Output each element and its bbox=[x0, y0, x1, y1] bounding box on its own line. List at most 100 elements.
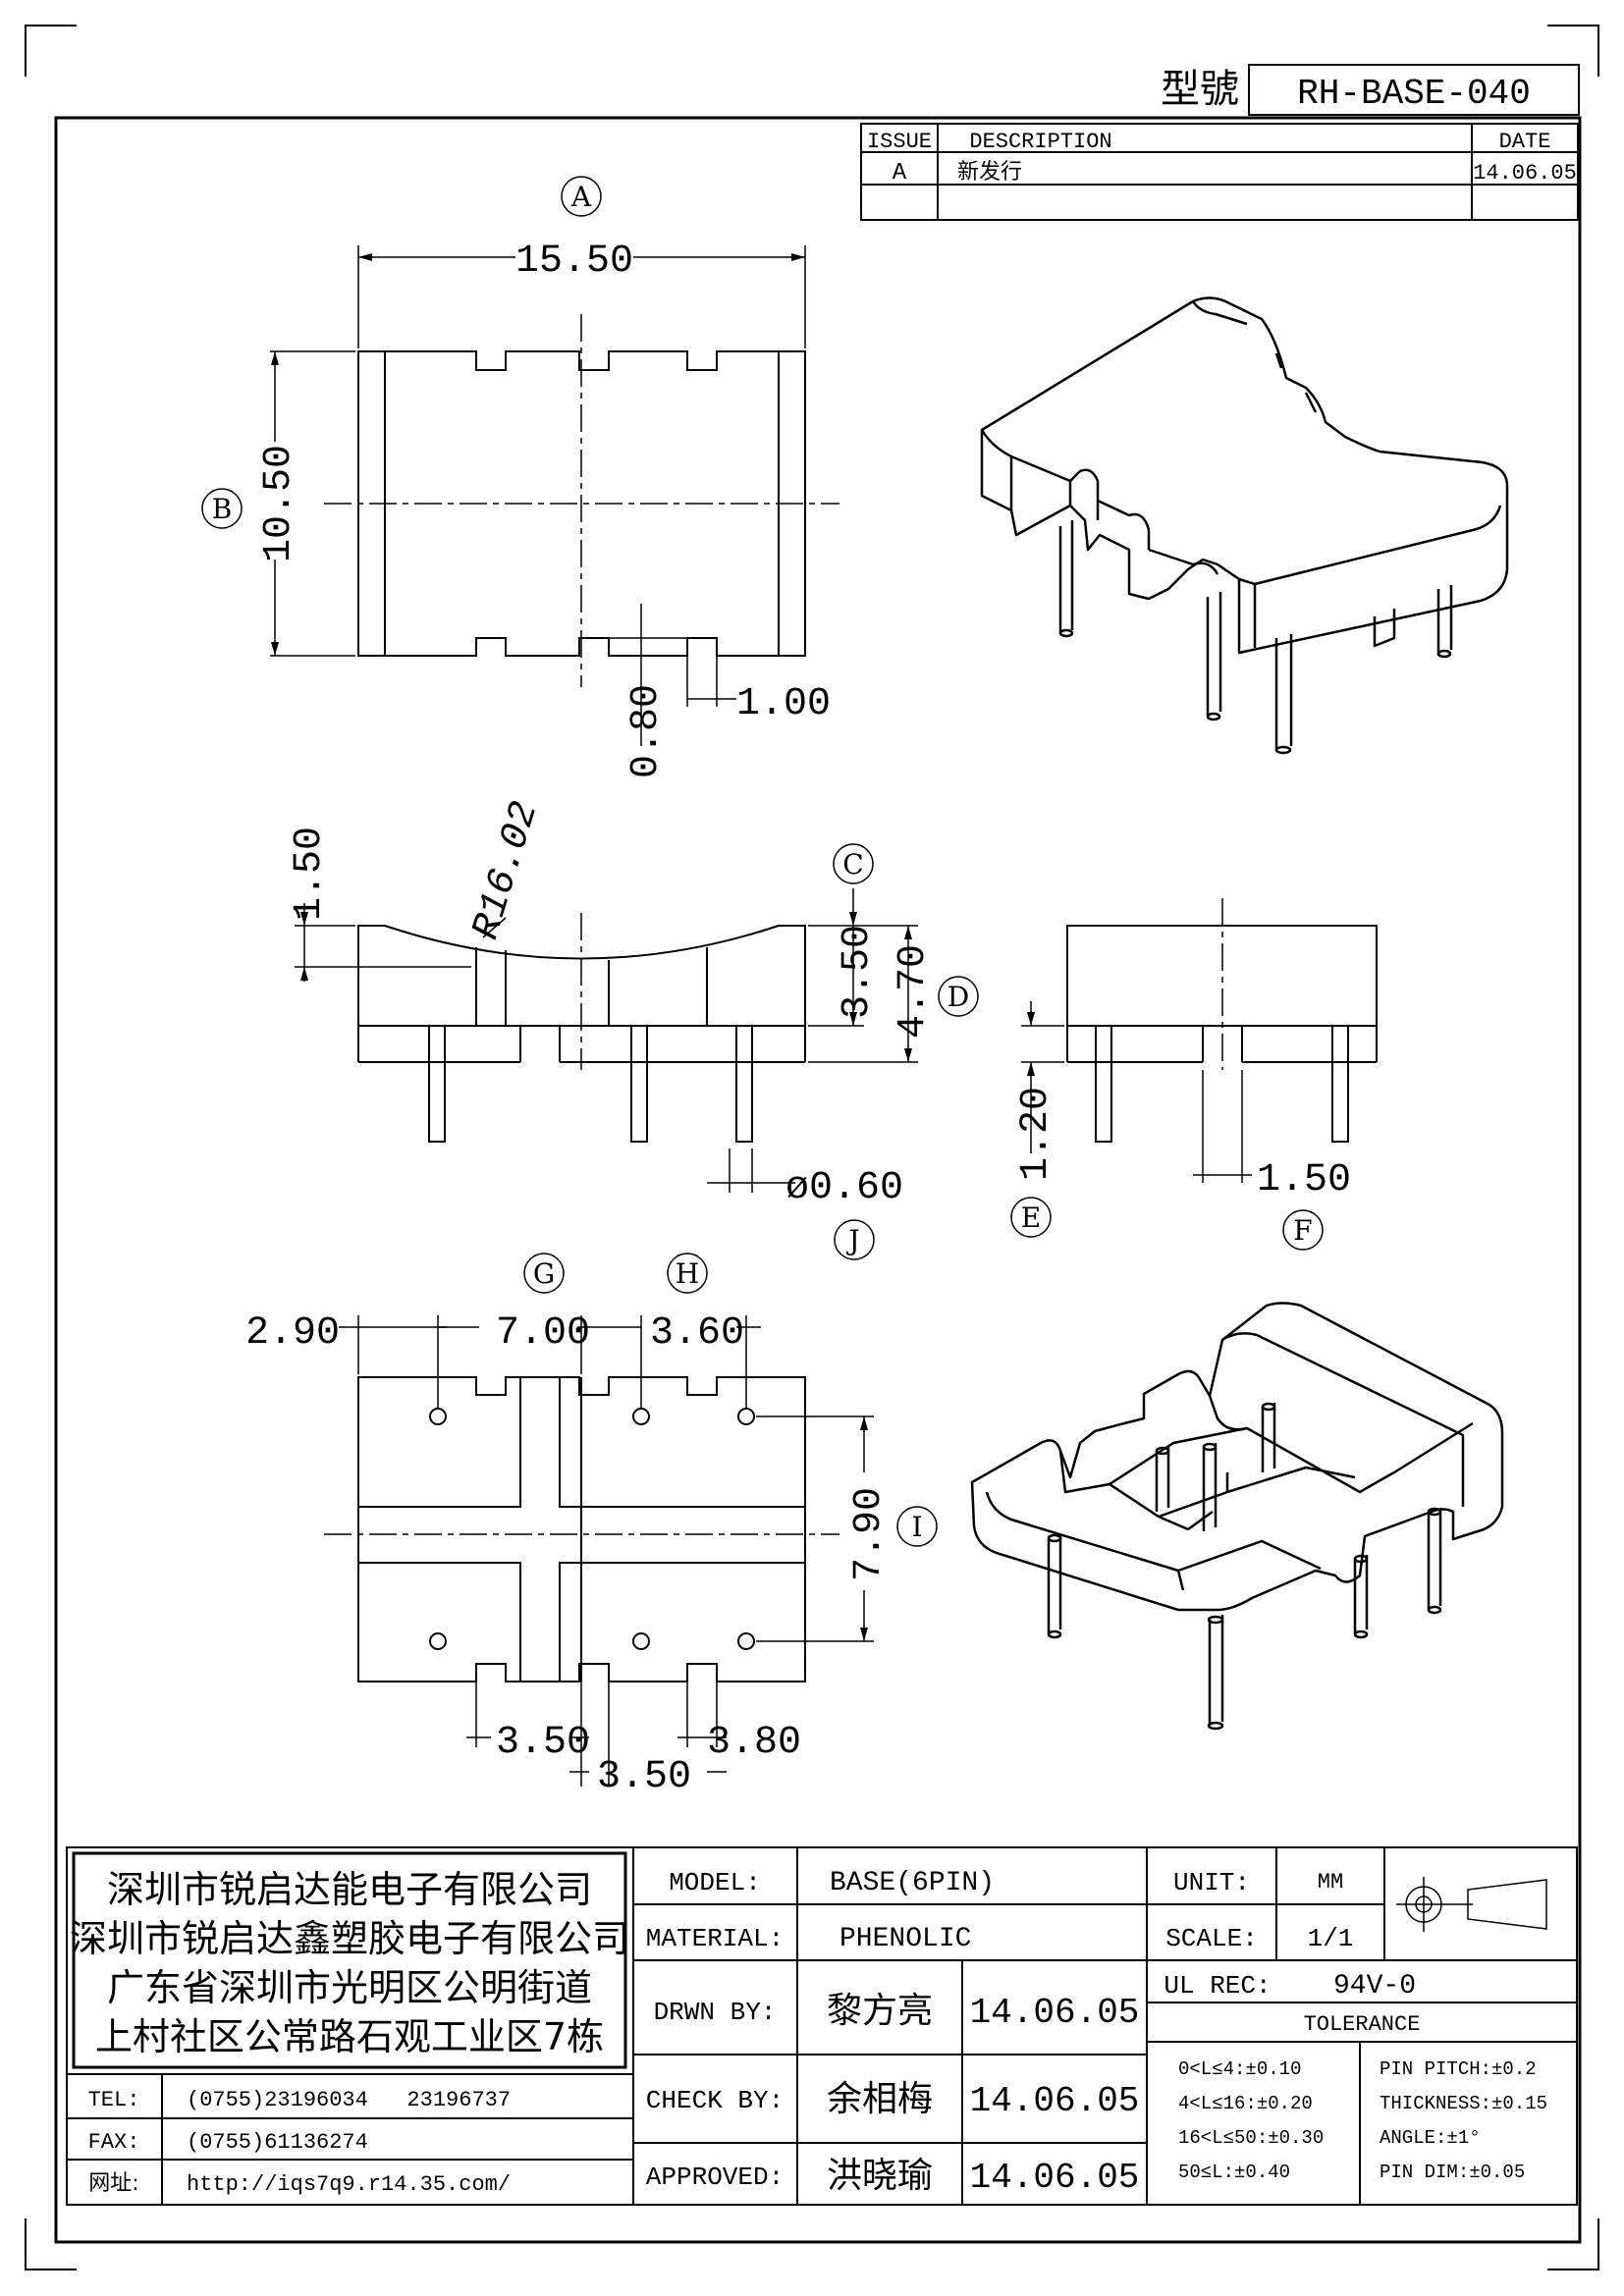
dim-h-span: 3.60 bbox=[650, 1311, 744, 1356]
iso-view-bottom bbox=[970, 1302, 1504, 1731]
scale-value: 1/1 bbox=[1308, 1924, 1354, 1953]
callout-i-circle bbox=[896, 1506, 938, 1547]
crop-marks bbox=[25, 25, 1599, 2270]
callout-h: H bbox=[676, 1257, 699, 1290]
fax-value: (0755)61136274 bbox=[187, 2130, 368, 2155]
tol-right-1: PIN PITCH:±0.2 bbox=[1380, 2058, 1537, 2080]
rev-header-description: DESCRIPTION bbox=[969, 130, 1111, 154]
callout-g-circle bbox=[523, 1253, 565, 1294]
tol-right-4: PIN DIM:±0.05 bbox=[1380, 2162, 1525, 2183]
dim-pin-offset: 1.50 bbox=[1257, 1158, 1351, 1202]
unit-value: MM bbox=[1318, 1870, 1343, 1895]
rev-row-date: 14.06.05 bbox=[1473, 161, 1577, 186]
model-value: BASE(6PIN) bbox=[830, 1868, 995, 1898]
rev-header-date: DATE bbox=[1499, 130, 1551, 154]
top-view-centerlines bbox=[324, 314, 839, 687]
dim-radius: R16.02 bbox=[464, 797, 548, 945]
tol-left-4: 50≤L:±0.40 bbox=[1178, 2162, 1290, 2183]
dim-pin-dia: ø0.60 bbox=[785, 1166, 903, 1210]
top-view-arrows bbox=[271, 253, 805, 656]
bottom-dimensions bbox=[339, 1315, 874, 1787]
titleblock-grid bbox=[66, 1846, 1578, 2206]
tol-left-2: 4<L≤16:±0.20 bbox=[1178, 2093, 1313, 2114]
dim-slot-depth: 0.80 bbox=[624, 684, 669, 778]
drwn-name: 黎方亮 bbox=[827, 1991, 933, 2031]
dim-depth: 10.50 bbox=[257, 445, 301, 562]
callout-a-circle bbox=[561, 176, 602, 217]
iso-view-top bbox=[980, 296, 1509, 755]
dim-b-right: 3.80 bbox=[707, 1721, 801, 1765]
callout-b: B bbox=[212, 493, 233, 525]
callout-i: I bbox=[911, 1511, 922, 1543]
check-date: 14.06.05 bbox=[970, 2081, 1140, 2121]
rev-row-issue: A bbox=[893, 160, 907, 187]
fax-label: FAX: bbox=[88, 2130, 140, 2155]
dim-pin-row: 7.90 bbox=[847, 1487, 892, 1581]
callout-h-circle bbox=[667, 1253, 708, 1294]
dim-g-span: 7.00 bbox=[496, 1311, 590, 1356]
sheet-border bbox=[54, 116, 1582, 2244]
dim-b-mid: 3.50 bbox=[597, 1755, 691, 1799]
drwn-date: 14.06.05 bbox=[970, 1993, 1140, 2033]
approved-date: 14.06.05 bbox=[970, 2158, 1140, 2198]
scale-label: SCALE: bbox=[1165, 1924, 1258, 1953]
dim-pin-stand: 1.20 bbox=[1014, 1087, 1058, 1181]
callout-e: E bbox=[1021, 1201, 1041, 1234]
tol-right-3: ANGLE:±1° bbox=[1380, 2127, 1481, 2149]
approved-name: 洪晓瑜 bbox=[827, 2156, 933, 2196]
callout-c: C bbox=[842, 848, 863, 881]
check-label: CHECK BY: bbox=[646, 2086, 784, 2115]
material-value: PHENOLIC bbox=[839, 1924, 971, 1954]
callout-f-circle bbox=[1282, 1209, 1324, 1251]
callout-e-circle bbox=[1010, 1197, 1052, 1238]
dim-height-d: 4.70 bbox=[892, 944, 936, 1039]
top-view-dimensions bbox=[270, 245, 806, 746]
model-label: MODEL: bbox=[669, 1868, 761, 1897]
callout-c-circle bbox=[833, 843, 874, 884]
ul-value: 94V-0 bbox=[1333, 1971, 1416, 2002]
callout-j-circle bbox=[834, 1219, 875, 1260]
company-line-4: 上村社区公常路石观工业区7栋 bbox=[95, 2015, 604, 2058]
bottom-arrows bbox=[860, 1416, 868, 1641]
company-line-1: 深圳市锐启达能电子有限公司 bbox=[107, 1868, 592, 1911]
callout-b-circle bbox=[201, 488, 243, 529]
rev-header-issue: ISSUE bbox=[867, 130, 932, 154]
dim-g-left: 2.90 bbox=[245, 1311, 340, 1356]
company-line-3: 广东省深圳市光明区公明街道 bbox=[107, 1966, 592, 2009]
bottom-view bbox=[357, 1376, 806, 1682]
tolerance-label: TOLERANCE bbox=[1304, 2012, 1421, 2037]
model-no-box bbox=[1248, 64, 1580, 116]
callout-d-circle bbox=[938, 976, 979, 1017]
rev-row-description: 新发行 bbox=[957, 160, 1022, 185]
drwn-label: DRWN BY: bbox=[654, 1998, 777, 2027]
tol-left-1: 0<L≤4:±0.10 bbox=[1178, 2058, 1301, 2080]
revision-table bbox=[860, 123, 1579, 221]
web-label: 网址: bbox=[88, 2171, 138, 2196]
front-view bbox=[357, 925, 806, 1143]
callout-g: G bbox=[533, 1257, 555, 1290]
front-dimensions bbox=[295, 888, 918, 1193]
model-no-label: 型號 bbox=[1161, 67, 1239, 112]
dim-height-c: 3.50 bbox=[836, 925, 880, 1019]
dim-slot-width: 1.00 bbox=[736, 682, 831, 726]
check-name: 余相梅 bbox=[827, 2079, 933, 2119]
company-line-2: 深圳市锐启达鑫塑胶电子有限公司 bbox=[70, 1917, 629, 1960]
approved-label: APPROVED: bbox=[646, 2163, 784, 2192]
dim-top-offset: 1.50 bbox=[288, 827, 332, 921]
side-arrows bbox=[1027, 1012, 1035, 1076]
tol-right-2: THICKNESS:±0.15 bbox=[1380, 2093, 1547, 2114]
model-no-value: RH-BASE-040 bbox=[1297, 74, 1531, 114]
callout-d: D bbox=[947, 981, 969, 1013]
material-label: MATERIAL: bbox=[646, 1924, 784, 1953]
unit-label: UNIT: bbox=[1173, 1868, 1250, 1897]
dim-width: 15.50 bbox=[515, 240, 633, 284]
callout-a: A bbox=[570, 181, 592, 213]
tol-left-3: 16<L≤50:±0.30 bbox=[1178, 2127, 1324, 2149]
callout-f: F bbox=[1293, 1214, 1312, 1247]
dim-b-left: 3.50 bbox=[496, 1721, 590, 1765]
tel-value: (0755)23196034 23196737 bbox=[187, 2088, 511, 2112]
projection-symbol bbox=[1396, 1877, 1547, 1932]
web-value: http://iqs7q9.r14.35.com/ bbox=[187, 2172, 511, 2197]
front-arrows bbox=[300, 912, 912, 1062]
